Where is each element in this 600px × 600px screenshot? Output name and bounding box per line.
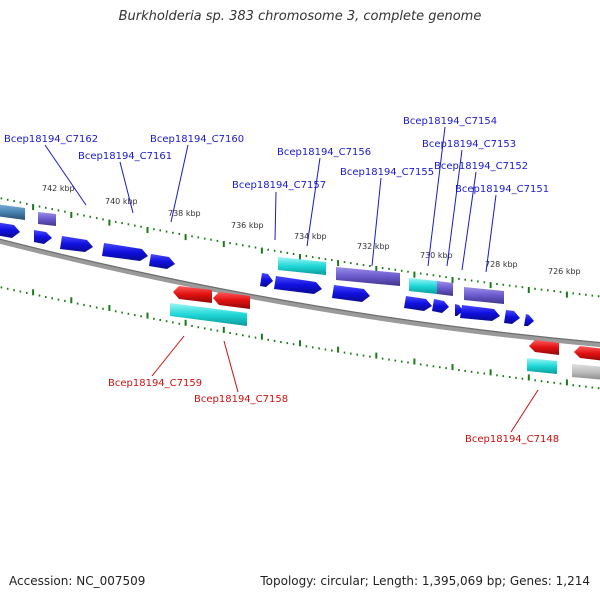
gene-label-C7156[interactable]: Bcep18194_C7156 <box>277 147 371 158</box>
scale-ticks-lower <box>0 286 600 390</box>
leader-line-C7162 <box>44 144 87 206</box>
cds-reverse[interactable] <box>213 292 250 309</box>
accession-label: Accession: NC_007509 <box>9 574 146 588</box>
leader-line-C7154 <box>427 126 446 267</box>
genome-backbone <box>0 238 600 348</box>
leader-line-C7158 <box>223 340 239 393</box>
leader-line-C7161 <box>119 161 134 214</box>
cds-forward[interactable] <box>149 254 175 269</box>
gene-label-C7153[interactable]: Bcep18194_C7153 <box>422 139 516 150</box>
gene-label-C7162[interactable]: Bcep18194_C7162 <box>4 134 98 145</box>
leader-line-C7159 <box>151 335 185 377</box>
leader-line-C7153 <box>446 149 463 267</box>
scale-ticks-upper <box>0 197 600 298</box>
cds-forward[interactable] <box>504 310 520 324</box>
scale-label-736: 736 kbp <box>231 221 264 230</box>
gene-label-C7160[interactable]: Bcep18194_C7160 <box>150 134 244 145</box>
gene-label-C7151[interactable]: Bcep18194_C7151 <box>455 184 549 195</box>
scale-label-738: 738 kbp <box>168 209 201 218</box>
trna-feature-C7158[interactable] <box>170 303 247 326</box>
scale-label-740: 740 kbp <box>105 197 138 206</box>
cds-forward[interactable] <box>524 314 534 326</box>
leader-line-C7151 <box>485 194 497 273</box>
leader-line-C7160 <box>170 144 189 223</box>
scale-label-730: 730 kbp <box>420 251 453 260</box>
scale-label-726: 726 kbp <box>548 267 581 276</box>
cds-forward-C7157[interactable] <box>260 273 273 287</box>
cds-forward[interactable] <box>332 285 370 302</box>
cds-forward[interactable] <box>460 305 500 321</box>
cds-reverse[interactable] <box>574 346 600 361</box>
leader-line-C7152 <box>461 171 477 271</box>
cds-forward[interactable] <box>432 299 449 313</box>
gene-label-C7159[interactable]: Bcep18194_C7159 <box>108 378 202 389</box>
gene-label-C7161[interactable]: Bcep18194_C7161 <box>78 151 172 162</box>
cds-forward[interactable] <box>0 222 20 238</box>
gene-label-C7152[interactable]: Bcep18194_C7152 <box>434 161 528 172</box>
cds-reverse-C7159[interactable] <box>173 286 212 303</box>
cds-reverse[interactable] <box>529 340 559 355</box>
gene-feature-gray[interactable] <box>572 364 600 380</box>
leader-line-C7157 <box>274 191 277 241</box>
gene-feature-purple[interactable] <box>38 212 56 226</box>
leader-line-C7148 <box>510 389 539 433</box>
trna-feature-C7148[interactable] <box>527 358 557 374</box>
cds-forward[interactable] <box>60 236 93 252</box>
cds-forward[interactable] <box>274 276 322 294</box>
topology-label: Topology: circular; Length: 1,395,069 bp… <box>260 574 590 588</box>
trna-feature-C7154[interactable] <box>409 278 437 294</box>
gene-label-C7155[interactable]: Bcep18194_C7155 <box>340 167 434 178</box>
gene-feature-steel[interactable] <box>0 204 25 220</box>
scale-label-728: 728 kbp <box>485 260 518 269</box>
trna-feature-C7156[interactable] <box>278 257 326 275</box>
scale-label-732: 732 kbp <box>357 242 390 251</box>
scale-label-742: 742 kbp <box>42 184 75 193</box>
cds-forward[interactable] <box>404 296 432 311</box>
gene-label-C7148[interactable]: Bcep18194_C7148 <box>465 434 559 445</box>
gene-label-C7154[interactable]: Bcep18194_C7154 <box>403 116 497 127</box>
leader-line-C7155 <box>371 177 382 267</box>
gene-feature-C7155[interactable] <box>336 267 400 286</box>
gene-label-C7158[interactable]: Bcep18194_C7158 <box>194 394 288 405</box>
cds-forward[interactable] <box>34 230 52 244</box>
genome-backbone-edge <box>0 238 600 344</box>
cds-forward-C7152[interactable] <box>455 304 463 316</box>
scale-label-734: 734 kbp <box>294 232 327 241</box>
cds-forward[interactable] <box>102 243 148 261</box>
gene-feature-C7151[interactable] <box>464 287 504 304</box>
figure-title: Burkholderia sp. 383 chromosome 3, compl… <box>118 9 482 24</box>
gene-label-C7157[interactable]: Bcep18194_C7157 <box>232 180 326 191</box>
gene-feature-C7153[interactable] <box>437 281 453 296</box>
leader-line-C7156 <box>306 157 321 247</box>
